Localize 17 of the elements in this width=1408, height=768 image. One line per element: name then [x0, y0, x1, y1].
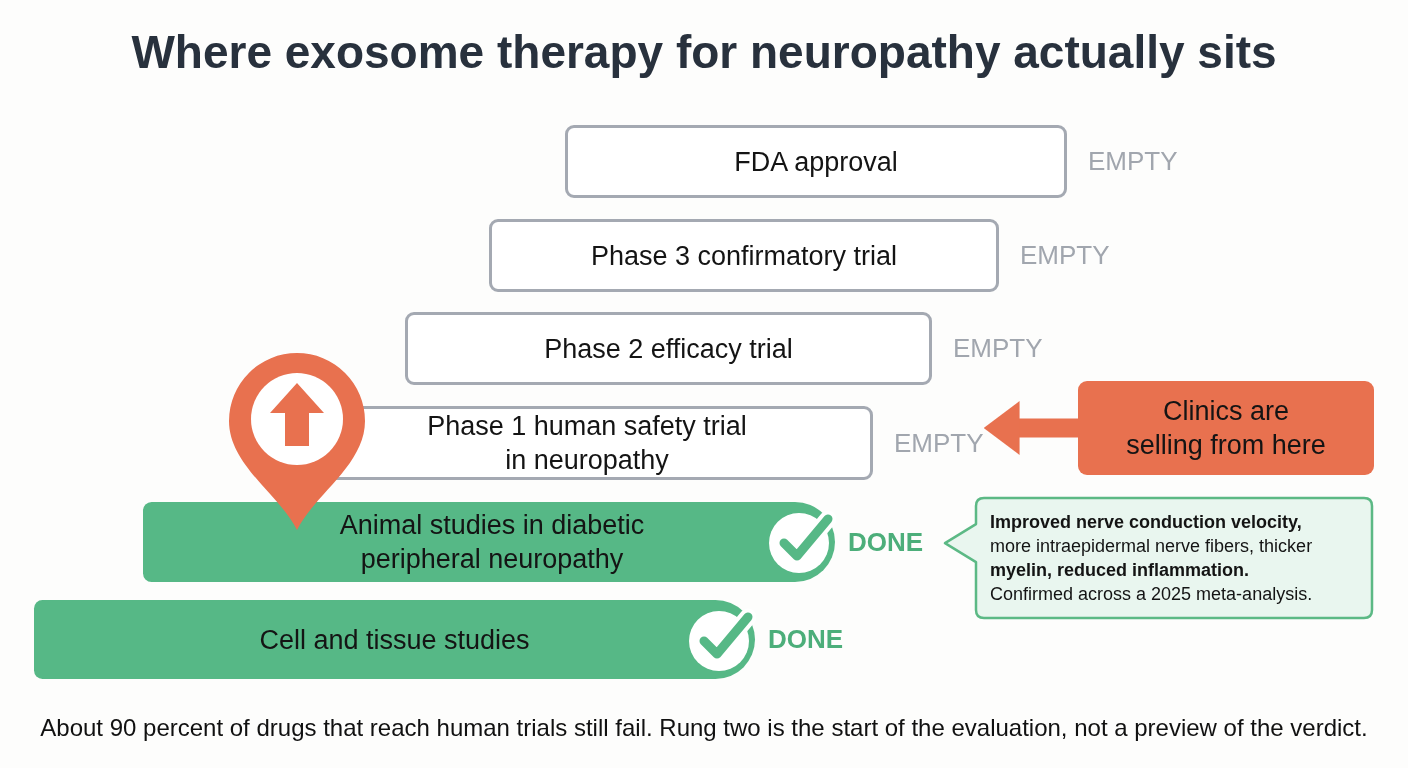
- callout-text: Improved nerve conduction velocity, more intraepidermal nerve fibers, thicker myelin, reduced inflammation. Confirmed across a 2025 meta-analysis.: [990, 511, 1314, 606]
- callout-box: Clinics are selling from here: [1078, 381, 1374, 475]
- speech-bubble: [942, 496, 1374, 620]
- status-label: EMPTY: [1020, 240, 1110, 271]
- caption-text: About 90 percent of drugs that reach human trials still fail. Rung two is the start of the evaluation, not a preview of the verdict.: [39, 713, 1369, 743]
- diagram-title: Where exosome therapy for neuropathy actually sits: [130, 25, 1278, 80]
- status-label: EMPTY: [953, 333, 1043, 364]
- status-label: EMPTY: [894, 427, 984, 459]
- stage-box: FDA approval: [565, 125, 1067, 198]
- completed-stage-bar: Animal studies in diabetic peripheral neuropathy: [143, 502, 835, 582]
- completed-stage-bar: Cell and tissue studies: [34, 600, 755, 679]
- status-label: DONE: [768, 624, 844, 655]
- stage-box: Phase 2 efficacy trial: [405, 312, 932, 385]
- status-label: DONE: [848, 526, 924, 558]
- stage-box: Phase 3 confirmatory trial: [489, 219, 999, 292]
- arrow: [983, 401, 1078, 455]
- status-label: EMPTY: [1088, 146, 1178, 177]
